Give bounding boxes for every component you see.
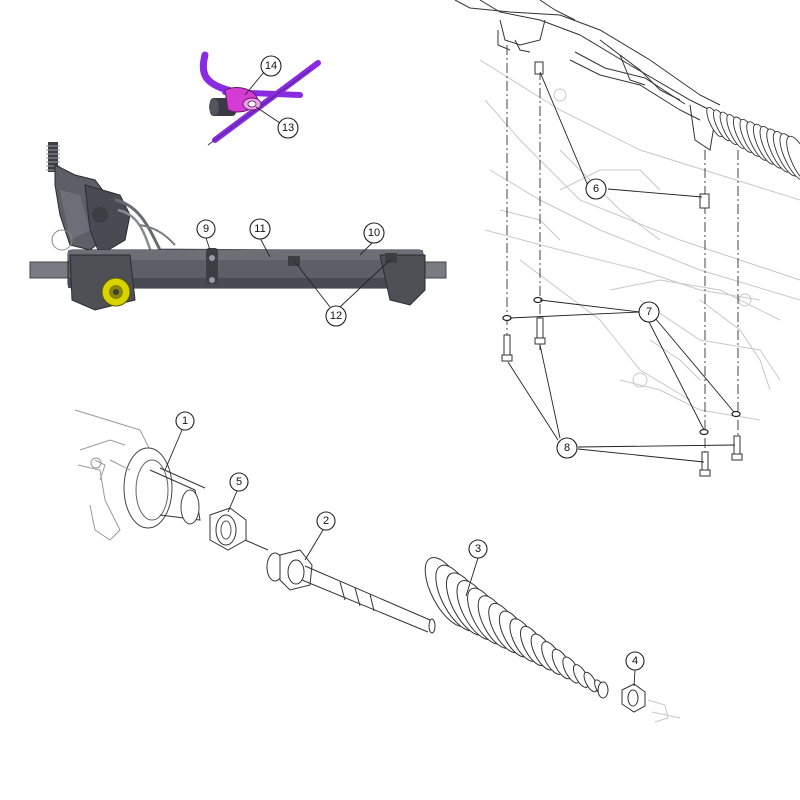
boot-bellows-top (706, 106, 800, 185)
callout-11: 11 (249, 218, 271, 240)
spacer-sleeves (534, 61, 710, 209)
svg-text:3: 3 (475, 543, 481, 555)
svg-text:11: 11 (254, 223, 265, 235)
callout-9: 9 (196, 219, 216, 239)
svg-text:13: 13 (282, 122, 294, 134)
tie-rod-exploded-view (74, 409, 681, 723)
tube-clip-inset (199, 51, 321, 146)
svg-text:2: 2 (323, 515, 329, 527)
callout-2: 2 (316, 511, 336, 531)
svg-text:4: 4 (632, 655, 638, 667)
callout-12: 12 (325, 305, 347, 327)
callout-7: 7 (638, 301, 660, 323)
alignment-lines (506, 45, 739, 460)
subframe-outline (479, 59, 800, 421)
mounting-nuts (502, 296, 741, 436)
callout-10: 10 (363, 222, 385, 244)
callout-1: 1 (175, 411, 195, 431)
boot-bellows-3 (424, 557, 609, 699)
svg-text:10: 10 (368, 227, 380, 239)
svg-text:8: 8 (564, 442, 570, 454)
callout-8: 8 (556, 437, 578, 459)
steering-rack-assembly (29, 142, 447, 311)
callout-13: 13 (277, 117, 299, 139)
callout-4: 4 (625, 651, 645, 671)
callout-6: 6 (585, 178, 607, 200)
svg-text:5: 5 (236, 476, 242, 488)
svg-text:1: 1 (182, 415, 188, 427)
leaders-top-right (507, 71, 736, 463)
svg-text:6: 6 (593, 183, 599, 195)
inner-tie-rod-2 (244, 539, 436, 634)
callout-3: 3 (468, 539, 488, 559)
rack-housing-top (454, 0, 721, 151)
mounting-bolts (501, 317, 743, 477)
subframe-mounting-view (454, 0, 800, 477)
svg-text:7: 7 (646, 306, 652, 318)
lock-nut-5 (209, 507, 247, 551)
svg-text:9: 9 (203, 223, 209, 235)
jam-nut-4 (621, 683, 646, 713)
svg-text:14: 14 (265, 60, 277, 72)
svg-text:12: 12 (330, 310, 342, 322)
callout-5: 5 (229, 472, 249, 492)
callout-14: 14 (260, 55, 282, 77)
